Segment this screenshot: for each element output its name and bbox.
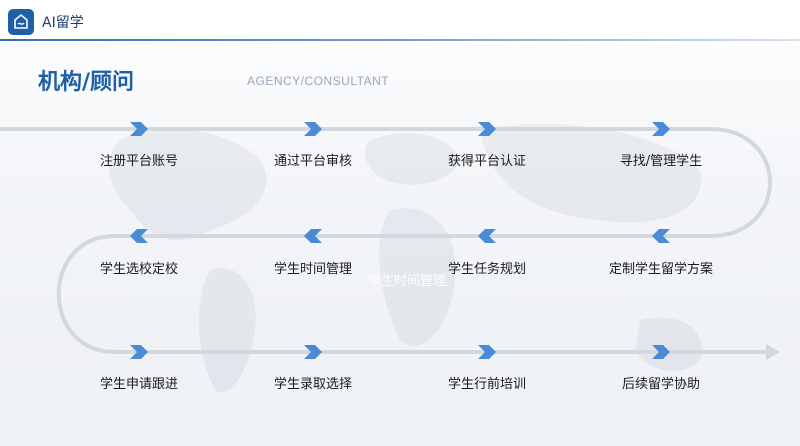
step-task-planning: 学生任务规划	[447, 262, 526, 277]
step-8-arrow-icon	[130, 229, 148, 243]
step-school-selection: 学生选校定校	[99, 262, 178, 277]
step-application-followup: 学生申请跟进	[99, 377, 178, 392]
step-11-arrow-icon	[478, 345, 496, 359]
step-register-account: 注册平台账号	[99, 154, 178, 169]
step-pass-review: 通过平台审核	[273, 154, 352, 169]
step-4-arrow-icon	[652, 122, 670, 136]
step-followup-assistance: 后续留学协助	[621, 377, 700, 392]
step-time-management: 学生时间管理	[273, 262, 352, 277]
step-9-arrow-icon	[130, 345, 148, 359]
step-manage-students: 寻找/管理学生	[619, 154, 703, 169]
step-admission-choice: 学生录取选择	[273, 377, 352, 392]
step-3-arrow-icon	[478, 122, 496, 136]
hover-caption: 学生时间管理	[368, 274, 447, 289]
app-logo-icon[interactable]	[8, 9, 34, 35]
step-6-arrow-icon	[478, 229, 496, 243]
step-1-arrow-icon	[130, 122, 148, 136]
step-2-arrow-icon	[304, 122, 322, 136]
step-pre-departure: 学生行前培训	[447, 377, 526, 392]
step-get-certification: 获得平台认证	[447, 154, 526, 169]
world-map-background	[109, 124, 702, 392]
step-custom-plan: 定制学生留学方案	[608, 262, 713, 277]
page-title: 机构/顾问	[38, 70, 135, 95]
page-subtitle: AGENCY/CONSULTANT	[247, 74, 390, 88]
header-divider	[0, 39, 800, 41]
top-bar: AI留学	[0, 0, 800, 44]
app-name: AI留学	[42, 15, 84, 31]
step-7-arrow-icon	[304, 229, 322, 243]
step-10-arrow-icon	[304, 345, 322, 359]
step-12-arrow-icon	[652, 345, 670, 359]
step-5-arrow-icon	[652, 229, 670, 243]
